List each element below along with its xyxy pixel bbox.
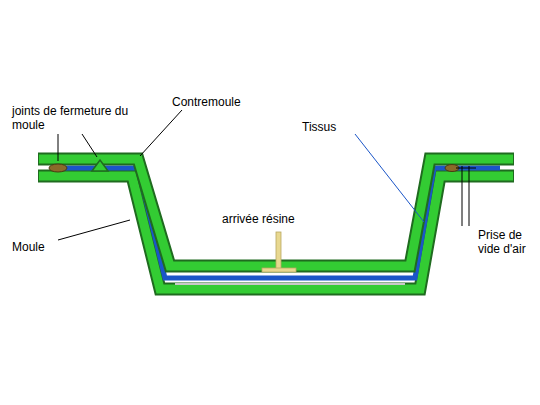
mould-outline bbox=[38, 176, 514, 289]
fabric-label: Tissus bbox=[302, 120, 362, 134]
resin-inlet bbox=[262, 268, 296, 272]
vacuum-pipe bbox=[469, 166, 470, 226]
vacuum-pipe bbox=[462, 166, 463, 226]
counter-mould-label: Contremoule bbox=[172, 95, 272, 109]
seal-label: joints de fermeture du moule bbox=[12, 104, 137, 132]
resin-inlet-label: arrivée résine bbox=[222, 212, 332, 226]
vacuum-pipe bbox=[456, 168, 476, 169]
leader-line bbox=[58, 134, 59, 161]
seal bbox=[49, 164, 67, 172]
fabric-layer bbox=[60, 168, 500, 278]
leader-line bbox=[58, 220, 130, 240]
mould-body bbox=[39, 176, 513, 289]
seal-triangle bbox=[92, 160, 108, 171]
leader-line bbox=[355, 134, 424, 222]
resin-inlet bbox=[276, 232, 281, 270]
mould-floor-strip bbox=[175, 283, 405, 285]
leader-line bbox=[82, 134, 97, 157]
mould-label: Moule bbox=[12, 240, 62, 254]
vacuum-port-label: Prise de vide d'air bbox=[478, 228, 536, 256]
leader-line bbox=[140, 110, 182, 156]
